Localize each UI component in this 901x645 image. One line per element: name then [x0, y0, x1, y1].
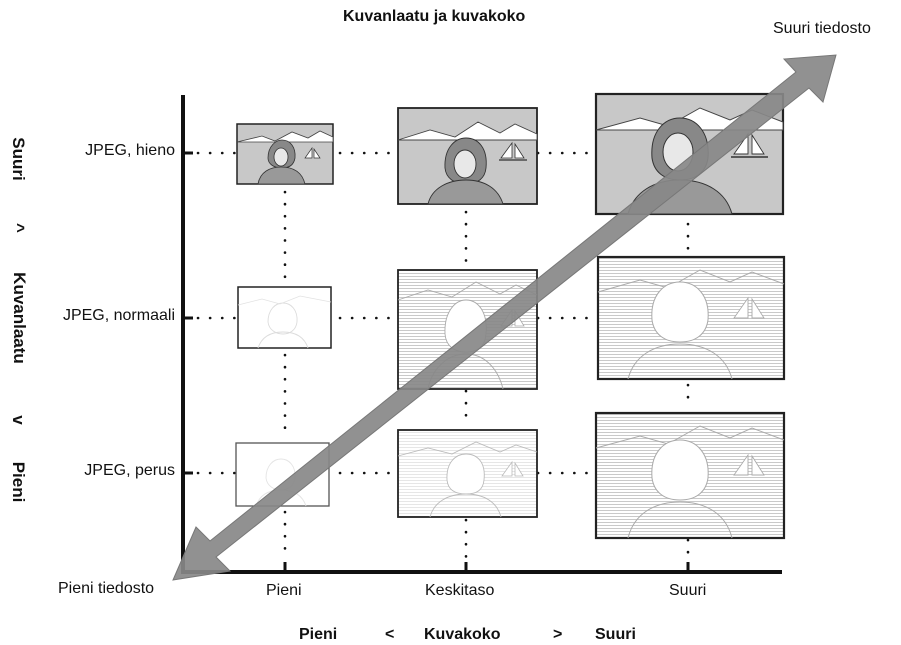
y-axis-high: Suuri	[9, 137, 28, 181]
diagram-title: Kuvanlaatu ja kuvakoko	[343, 8, 526, 25]
row-label-normal: JPEG, normaali	[62, 307, 175, 324]
col-label-medium: Keskitaso	[425, 582, 495, 599]
y-axis-title: Kuvanlaatu	[10, 272, 29, 364]
x-axis-high: Suuri	[595, 626, 636, 643]
file-size-arrow	[172, 54, 837, 581]
horizontal-guides	[196, 151, 597, 475]
thumb-basic-large	[594, 411, 786, 540]
x-axis-low: Pieni	[299, 626, 338, 643]
thumb-normal-small	[237, 286, 332, 349]
col-label-large: Suuri	[669, 582, 707, 599]
y-axis-up: ^	[9, 223, 28, 233]
thumb-basic-medium	[397, 429, 538, 518]
y-axis-low: Pieni	[9, 461, 28, 503]
y-axis-down: v	[9, 415, 28, 425]
thumb-fine-small	[236, 123, 334, 185]
large-file-label: Suuri tiedosto	[773, 20, 871, 37]
thumb-normal-medium	[397, 269, 538, 390]
thumb-fine-large	[594, 92, 785, 216]
row-label-fine: JPEG, hieno	[85, 142, 175, 159]
thumb-normal-large	[596, 255, 786, 381]
x-axis-gt: >	[553, 626, 563, 643]
thumb-fine-medium	[397, 107, 538, 205]
col-label-small: Pieni	[266, 582, 302, 599]
row-label-basic: JPEG, perus	[84, 462, 175, 479]
small-file-label: Pieni tiedosto	[58, 580, 155, 597]
x-axis-lt: <	[385, 626, 395, 643]
x-axis-title: Kuvakoko	[424, 626, 501, 643]
vertical-guides	[283, 190, 690, 560]
